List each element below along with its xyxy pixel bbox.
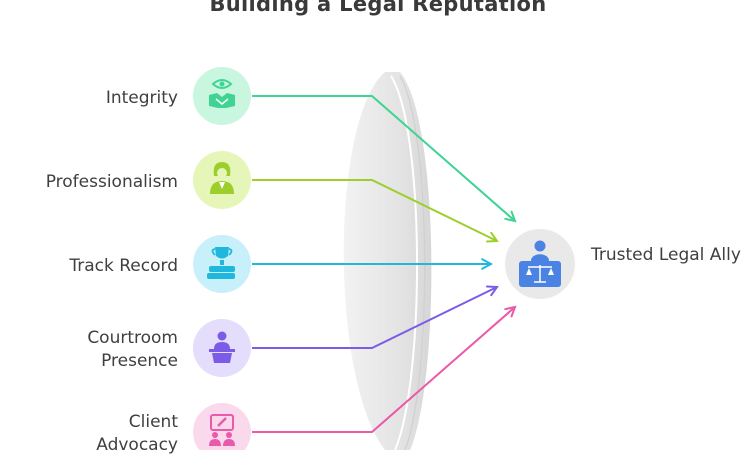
connectors <box>252 95 517 433</box>
diagram-title: Building a Legal Reputation <box>209 0 547 16</box>
arrowhead-1 <box>486 231 499 243</box>
factor-label-track-record: Track Record <box>69 256 178 276</box>
factor-label-integrity: Integrity <box>105 88 178 108</box>
connector-4 <box>252 306 516 433</box>
arrowhead-0 <box>504 210 517 223</box>
connector-3 <box>252 286 498 349</box>
factor-label-professionalism: Professionalism <box>45 172 178 192</box>
group-presentation-icon <box>209 414 235 446</box>
arrowhead-3 <box>486 285 499 297</box>
factor-label-client-advocacy: Client Advocacy <box>96 412 178 455</box>
trophy-books-icon <box>207 247 235 279</box>
factor-label-courtroom-presence: Courtroom Presence <box>87 328 178 371</box>
lawyer-icon <box>210 162 234 194</box>
connector-1 <box>252 179 498 242</box>
connector-0 <box>252 95 516 222</box>
arrowhead-4 <box>504 305 517 318</box>
arrowhead-2 <box>481 258 494 270</box>
speaker-podium-icon <box>209 331 235 363</box>
lens <box>343 72 432 451</box>
factor-node-2 <box>193 235 251 293</box>
factor-node-0 <box>193 67 251 125</box>
factor-nodes <box>193 67 251 457</box>
target-label: Trusted Legal Ally <box>591 245 741 265</box>
judge-scales-icon <box>519 240 561 287</box>
factor-node-4 <box>193 403 251 457</box>
target-node <box>505 229 575 299</box>
factor-node-3 <box>193 319 251 377</box>
handshake-eye-icon <box>209 79 235 108</box>
factor-node-1 <box>193 151 251 209</box>
